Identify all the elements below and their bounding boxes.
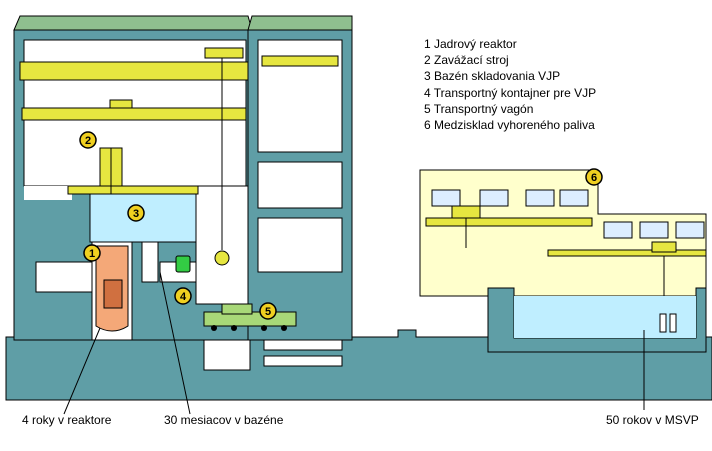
marker-4: 4 [174,287,192,305]
marker-1: 1 [83,244,101,262]
storage-window [603,221,633,239]
caption-reactor: 4 roky v reaktore [22,413,112,427]
legend-item: 4 Transportný kontajner pre VJP [424,85,597,100]
legend: 1 Jadrový reaktor 2 Zavážací stroj 3 Baz… [424,36,596,133]
storage-fuel-cask [659,313,667,333]
tower-room-2 [257,161,343,209]
wagon-wheel [231,325,237,331]
legend-item: 5 Transportný vagón [424,101,534,116]
storage-window [675,221,705,239]
reactor-roof [13,15,253,31]
legend-item: 3 Bazén skladovania VJP [424,69,561,84]
basement-room-1 [203,339,251,371]
marker-2-label: 2 [85,135,91,147]
legend-item: 1 Jadrový reaktor [424,37,517,51]
legend-item: 2 Zavážací stroj [424,53,509,68]
marker-5-label: 5 [265,306,271,318]
storage-window [431,189,461,207]
storage-pool-water [514,296,696,338]
storage-window [479,189,509,207]
tower-room-3 [257,217,343,273]
storage-crane-rail-2 [547,249,707,257]
marker-1-label: 1 [89,248,95,260]
storage-window [525,189,555,207]
storage-crane-2 [651,241,677,253]
storage-crane [451,205,481,219]
storage-window [639,221,669,239]
marker-5: 5 [259,302,277,320]
marker-2: 2 [79,131,97,149]
caption-storage: 50 rokov v MSVP [606,413,699,427]
pointer-reactor [63,327,101,415]
legend-item: 6 Medzisklad vyhoreného paliva [424,118,595,133]
reactor-core [103,279,123,309]
wagon-cask [221,303,253,315]
marker-3-label: 3 [133,208,139,220]
transport-container [175,255,191,273]
tower-crane [261,55,339,67]
crane-hook [214,250,230,266]
wagon-wheel [261,325,267,331]
storage-fuel-cask [669,313,677,333]
basement-room-2 [263,339,343,351]
wagon-wheel [211,325,217,331]
refuelling-bridge [67,185,199,195]
marker-6: 6 [585,168,603,186]
marker-6-label: 6 [591,172,597,184]
pointer-pool [159,271,191,415]
crane-trolley-top [204,47,244,59]
wagon-wheel [281,325,287,331]
basement-room-3 [263,355,343,367]
crane-trolley-mid [109,99,133,109]
storage-window [559,189,589,207]
main-crane-upper [19,61,249,81]
caption-pool: 30 mesiacov v bazéne [164,413,284,427]
marker-3: 3 [127,204,145,222]
main-crane-lower [21,107,247,121]
storage-crane-rail [425,217,593,227]
hall-floor-white [24,186,72,200]
marker-4-label: 4 [180,291,187,303]
pool-compartment [141,241,159,283]
tower-roof [247,15,353,31]
